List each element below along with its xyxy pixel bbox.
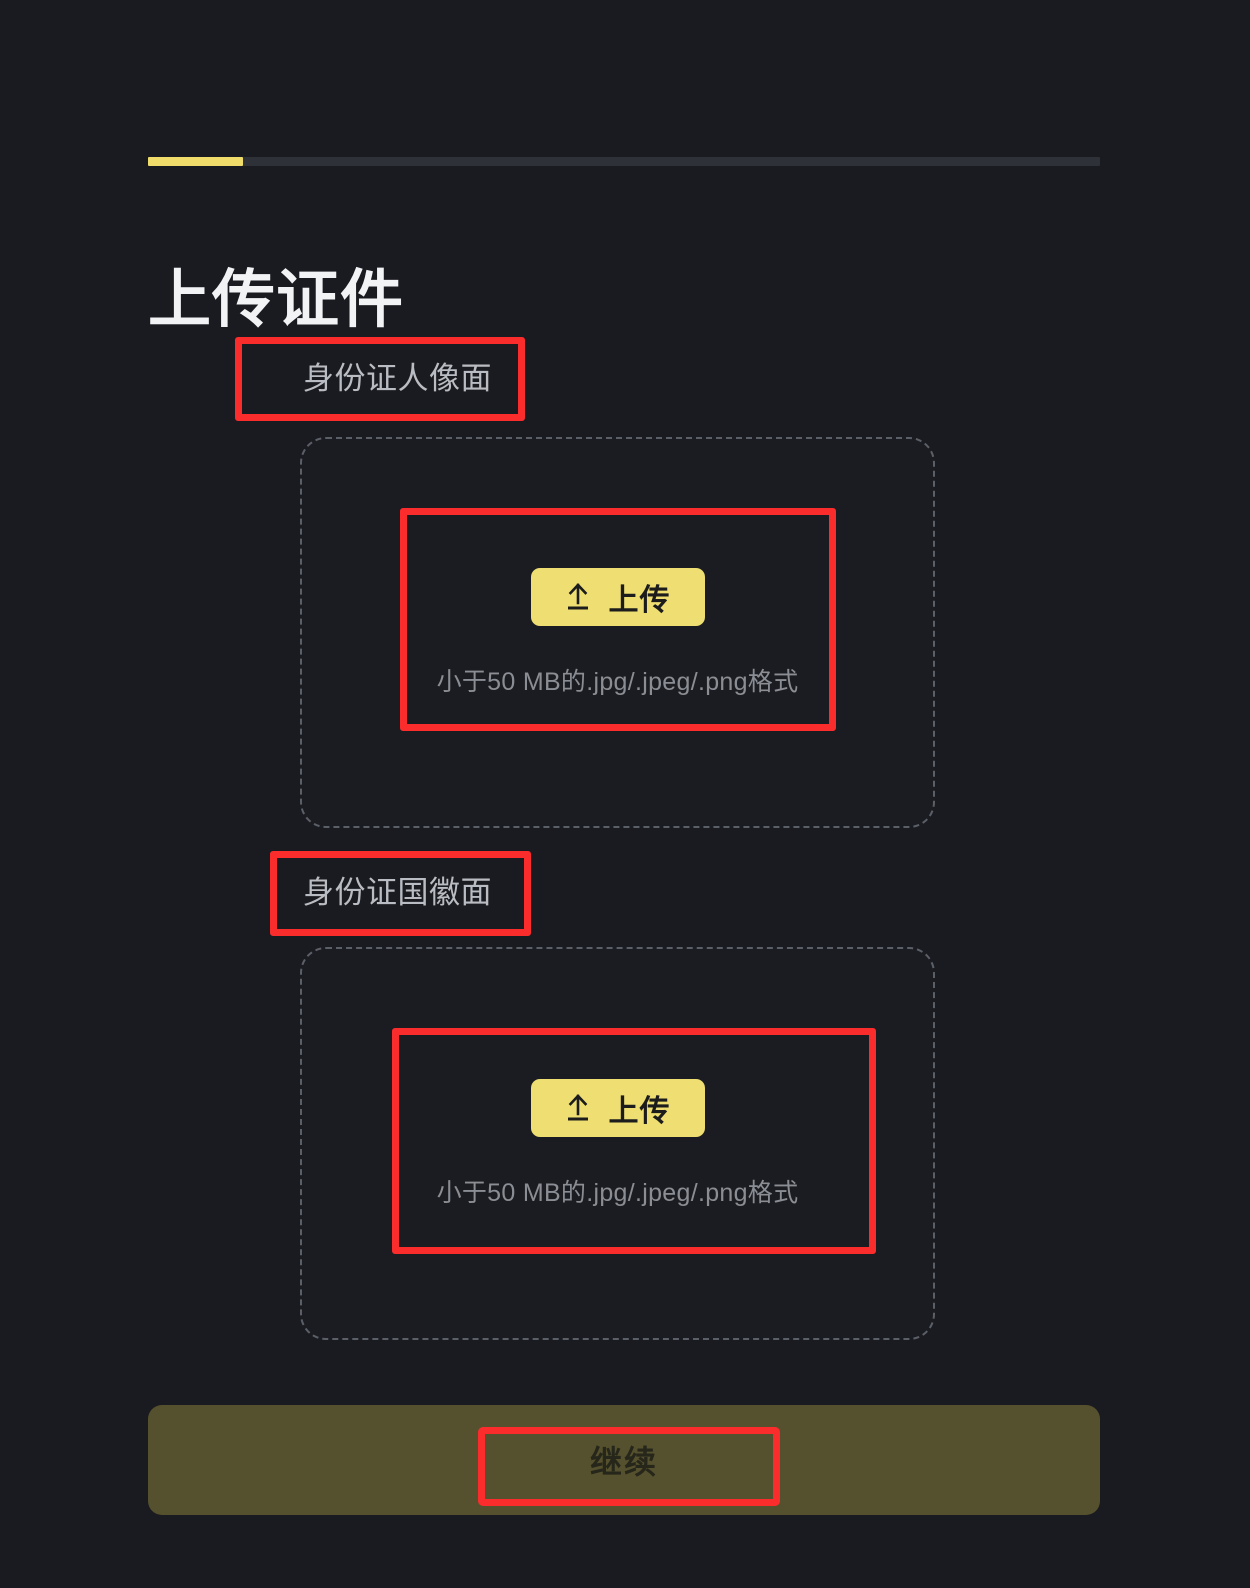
step-progress-fill [148, 157, 244, 166]
dropzone-id-back[interactable]: 上传 小于50 MB的.jpg/.jpeg/.png格式 [300, 947, 935, 1340]
upload-arrow-icon [565, 582, 591, 611]
upload-hint-id-front: 小于50 MB的.jpg/.jpeg/.png格式 [436, 667, 799, 696]
upload-hint-id-back: 小于50 MB的.jpg/.jpeg/.png格式 [436, 1178, 799, 1207]
upload-button-label: 上传 [608, 1094, 671, 1128]
upload-button-id-back[interactable]: 上传 [530, 1078, 705, 1137]
page-title: 上传证件 [148, 265, 404, 336]
dropzone-id-front[interactable]: 上传 小于50 MB的.jpg/.jpeg/.png格式 [300, 437, 935, 828]
upload-arrow-icon [565, 1093, 591, 1122]
step-progress-bar [148, 157, 1100, 166]
dropzone-content-front: 上传 小于50 MB的.jpg/.jpeg/.png格式 [302, 567, 933, 698]
upload-button-label: 上传 [608, 583, 671, 617]
field-label-id-back: 身份证国徽面 [303, 875, 492, 910]
dropzone-content-back: 上传 小于50 MB的.jpg/.jpeg/.png格式 [302, 1078, 933, 1209]
upload-button-id-front[interactable]: 上传 [530, 567, 705, 626]
field-label-id-front: 身份证人像面 [303, 361, 492, 396]
continue-button[interactable]: 继续 [148, 1405, 1100, 1515]
